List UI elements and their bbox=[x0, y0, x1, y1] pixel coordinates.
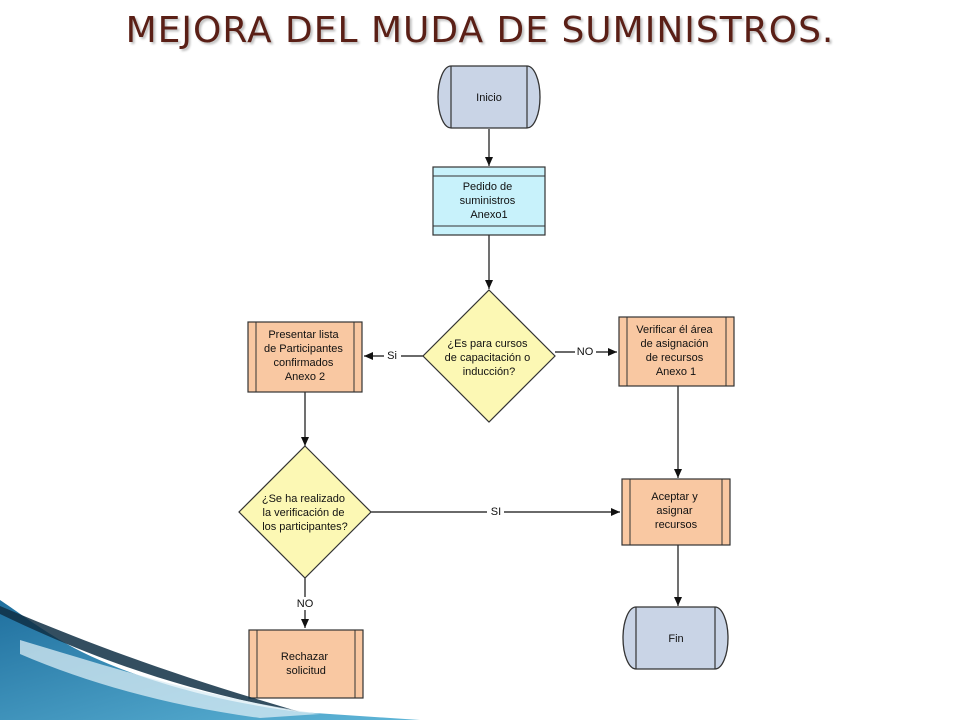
presentar-box: Presentar lista de Participantes confirm… bbox=[247, 321, 363, 393]
slide-title: MEJORA DEL MUDA DE SUMINISTROS. bbox=[125, 10, 835, 51]
edge-label-si-1: Si bbox=[387, 350, 397, 362]
start-line: Inicio bbox=[476, 92, 502, 104]
rechazar-line-2: solicitud bbox=[286, 665, 326, 677]
edge-label-si-2: SI bbox=[491, 506, 501, 518]
corner-decoration bbox=[0, 600, 420, 720]
presentar-label: Presentar lista de Participantes confirm… bbox=[264, 329, 346, 383]
rechazar-line-1: Rechazar bbox=[281, 651, 328, 663]
decision2-diamond: ¿Se ha realizado la verificación de los … bbox=[238, 445, 372, 579]
decision1-line-1: ¿Es para cursos bbox=[447, 338, 528, 350]
verificar-area-line-4: Anexo 1 bbox=[656, 366, 696, 378]
aceptar-line-3: recursos bbox=[655, 519, 698, 531]
aceptar-label: Aceptar y asignar recursos bbox=[651, 491, 701, 531]
decision2-label: ¿Se ha realizado la verificación de los … bbox=[262, 493, 348, 533]
pedido-line-3: Anexo1 bbox=[470, 209, 507, 221]
pedido-box: Pedido de suministros Anexo1 bbox=[432, 166, 546, 236]
verificar-area-line-3: de recursos bbox=[646, 352, 704, 364]
end-terminal: Fin bbox=[622, 606, 729, 670]
edge-label-no-1: NO bbox=[577, 346, 594, 358]
pedido-label: Pedido de suministros Anexo1 bbox=[460, 181, 519, 221]
end-line: Fin bbox=[668, 633, 683, 645]
decision2-line-2: la verificación de bbox=[263, 507, 345, 519]
pedido-line-1: Pedido de bbox=[463, 181, 513, 193]
verificar-area-box: Verificar él área de asignación de recur… bbox=[618, 316, 735, 387]
decision1-label: ¿Es para cursos de capacitación o inducc… bbox=[445, 338, 534, 378]
presentar-line-4: Anexo 2 bbox=[285, 371, 325, 383]
presentar-line-1: Presentar lista bbox=[268, 329, 339, 341]
verificar-area-label: Verificar él área de asignación de recur… bbox=[636, 324, 716, 378]
end-label: Fin bbox=[668, 633, 683, 645]
aceptar-line-2: asignar bbox=[656, 505, 692, 517]
edge-labels: Si NO SI NO bbox=[294, 345, 596, 610]
decision1-diamond: ¿Es para cursos de capacitación o inducc… bbox=[422, 289, 556, 423]
verificar-area-line-2: de asignación bbox=[641, 338, 709, 350]
aceptar-box: Aceptar y asignar recursos bbox=[621, 478, 731, 546]
presentar-line-3: confirmados bbox=[274, 357, 334, 369]
start-label: Inicio bbox=[476, 92, 502, 104]
presentar-line-2: de Participantes bbox=[264, 343, 343, 355]
decision1-line-3: inducción? bbox=[463, 366, 516, 378]
start-terminal: Inicio bbox=[437, 65, 541, 129]
rechazar-box: Rechazar solicitud bbox=[248, 629, 364, 699]
edge-label-no-2: NO bbox=[297, 598, 314, 610]
decision2-line-3: los participantes? bbox=[262, 521, 348, 533]
aceptar-line-1: Aceptar y bbox=[651, 491, 698, 503]
rechazar-label: Rechazar solicitud bbox=[281, 651, 331, 677]
pedido-line-2: suministros bbox=[460, 195, 516, 207]
verificar-area-line-1: Verificar él área bbox=[636, 324, 713, 336]
decision2-line-1: ¿Se ha realizado bbox=[262, 493, 345, 505]
decision1-line-2: de capacitación o bbox=[445, 352, 531, 364]
